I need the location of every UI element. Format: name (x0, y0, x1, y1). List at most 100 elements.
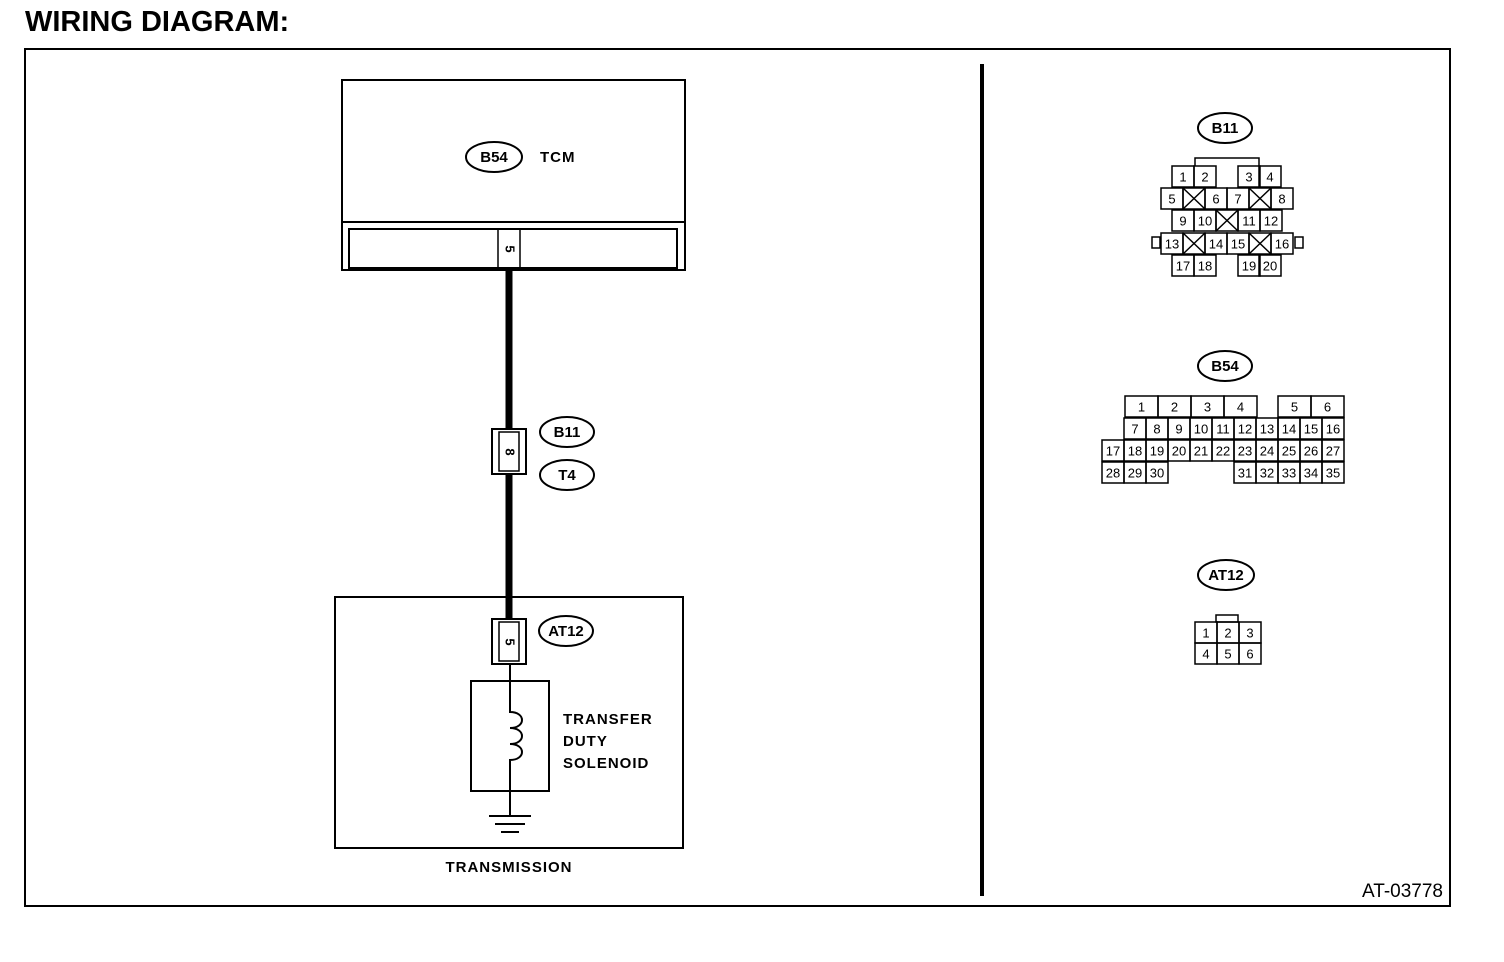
b11-pin-number: 6 (1212, 192, 1219, 207)
at12-pin-number: 3 (1246, 626, 1253, 641)
b11-pin-number: 5 (1168, 192, 1175, 207)
at12-pin-number: 6 (1246, 647, 1253, 662)
b11-pin-cell (1270, 232, 1294, 255)
b11-oval (539, 416, 595, 448)
b54-pin-number: 32 (1260, 466, 1274, 481)
ground-symbol (489, 815, 531, 833)
b11-pin-number: 20 (1263, 259, 1277, 274)
b54-pin-number: 23 (1238, 444, 1252, 459)
b11-pin-number: 17 (1176, 259, 1190, 274)
b11-pin-number: 2 (1201, 170, 1208, 185)
b11-blank-pin-cross (1248, 187, 1272, 210)
b54-pin-number: 28 (1106, 466, 1120, 481)
solenoid-label-line3: SOLENOID (563, 755, 649, 772)
at12-oval (538, 615, 594, 647)
b54-pin-cell (1223, 395, 1258, 418)
b54-pin-number: 22 (1216, 444, 1230, 459)
at12-connector-id: AT12 (548, 623, 584, 640)
tcm-connector-oval (465, 141, 523, 173)
b11-pin-number: 18 (1198, 259, 1212, 274)
b54-pin-number: 10 (1194, 422, 1208, 437)
b11-pin-number: 11 (1242, 214, 1256, 229)
b54-pin-number: 2 (1171, 400, 1178, 415)
b54-pin-number: 16 (1326, 422, 1340, 437)
t4-oval (539, 459, 595, 491)
b11-side-tab-left (1151, 236, 1161, 249)
b11-pin-number: 19 (1242, 259, 1256, 274)
b54-pin-cell (1321, 417, 1345, 440)
b11-pin-cell (1237, 165, 1261, 188)
b11-blank-pin-cross (1248, 232, 1272, 255)
b54-pin-number: 6 (1324, 400, 1331, 415)
diagram-title: WIRING DIAGRAM: (25, 6, 289, 38)
b11-pin-number: 7 (1234, 192, 1241, 207)
b11-pin-cell (1259, 209, 1283, 232)
solenoid-label-line1: TRANSFER (563, 711, 653, 728)
inline-pin-number: 8 (503, 448, 518, 455)
b11-pin-number: 10 (1198, 214, 1212, 229)
b11-pin-number: 16 (1275, 237, 1289, 252)
b54-pin-number: 1 (1138, 400, 1145, 415)
transmission-label: TRANSMISSION (445, 859, 572, 876)
at12-view-oval (1197, 559, 1255, 591)
b11-blank-pin-cross (1215, 209, 1239, 232)
b11-pin-cell (1258, 165, 1282, 188)
b54-pin-cell (1321, 461, 1345, 484)
b11-pin-number: 8 (1278, 192, 1285, 207)
tcm-label: TCM (540, 149, 576, 166)
b11-side-tab-right (1294, 236, 1304, 249)
b54-pin-number: 17 (1106, 444, 1120, 459)
b54-pin-number: 21 (1194, 444, 1208, 459)
b11-lock-tab (1194, 157, 1260, 166)
b54-pin-number: 9 (1175, 422, 1182, 437)
b11-pin-number: 4 (1266, 170, 1273, 185)
at12-view-name: AT12 (1208, 567, 1244, 584)
solenoid-coil-symbol (509, 681, 523, 791)
b54-pin-number: 14 (1282, 422, 1296, 437)
b54-pin-number: 30 (1150, 466, 1164, 481)
b11-pin-number: 1 (1179, 170, 1186, 185)
diagram-frame (24, 48, 1451, 907)
b54-view-oval (1197, 350, 1253, 382)
b11-pin-number: 15 (1231, 237, 1245, 252)
b54-pin-number: 20 (1172, 444, 1186, 459)
b54-pin-number: 33 (1282, 466, 1296, 481)
at12-pin-number: 5 (503, 638, 518, 645)
b54-pin-number: 11 (1216, 422, 1230, 437)
b54-pin-number: 27 (1326, 444, 1340, 459)
b54-pin-number: 15 (1304, 422, 1318, 437)
b54-pin-number: 12 (1238, 422, 1252, 437)
b54-pin-number: 8 (1153, 422, 1160, 437)
b54-pin-number: 7 (1131, 422, 1138, 437)
solenoid-label-line2: DUTY (563, 733, 608, 750)
b11-pin-number: 13 (1165, 237, 1179, 252)
b54-pin-number: 13 (1260, 422, 1274, 437)
b11-view-name: B11 (1212, 120, 1239, 137)
b54-pin-number: 26 (1304, 444, 1318, 459)
b54-pin-number: 31 (1238, 466, 1252, 481)
b11-pin-number: 3 (1245, 170, 1252, 185)
b54-view-name: B54 (1211, 358, 1239, 375)
b11-pin-number: 14 (1209, 237, 1223, 252)
at12-pin-cell (1238, 642, 1262, 665)
b11-blank-pin-cross (1182, 187, 1206, 210)
b11-pin-number: 12 (1264, 214, 1278, 229)
b11-view-oval (1197, 112, 1253, 144)
b54-pin-number: 35 (1326, 466, 1340, 481)
b54-pin-cell (1321, 439, 1345, 462)
b54-pin-number: 19 (1150, 444, 1164, 459)
b54-pin-number: 34 (1304, 466, 1318, 481)
b54-pin-number: 4 (1237, 400, 1244, 415)
transmission-unit: 5 AT12 TRANSFER DUTY SOLENOID (334, 596, 684, 849)
b11-pin-cell (1193, 254, 1217, 277)
b54-pin-number: 25 (1282, 444, 1296, 459)
b54-pin-number: 29 (1128, 466, 1142, 481)
b54-pin-number: 24 (1260, 444, 1274, 459)
b54-pin-number: 3 (1204, 400, 1211, 415)
b11-pin-cell (1237, 254, 1261, 277)
t4-connector-id: T4 (558, 467, 576, 484)
